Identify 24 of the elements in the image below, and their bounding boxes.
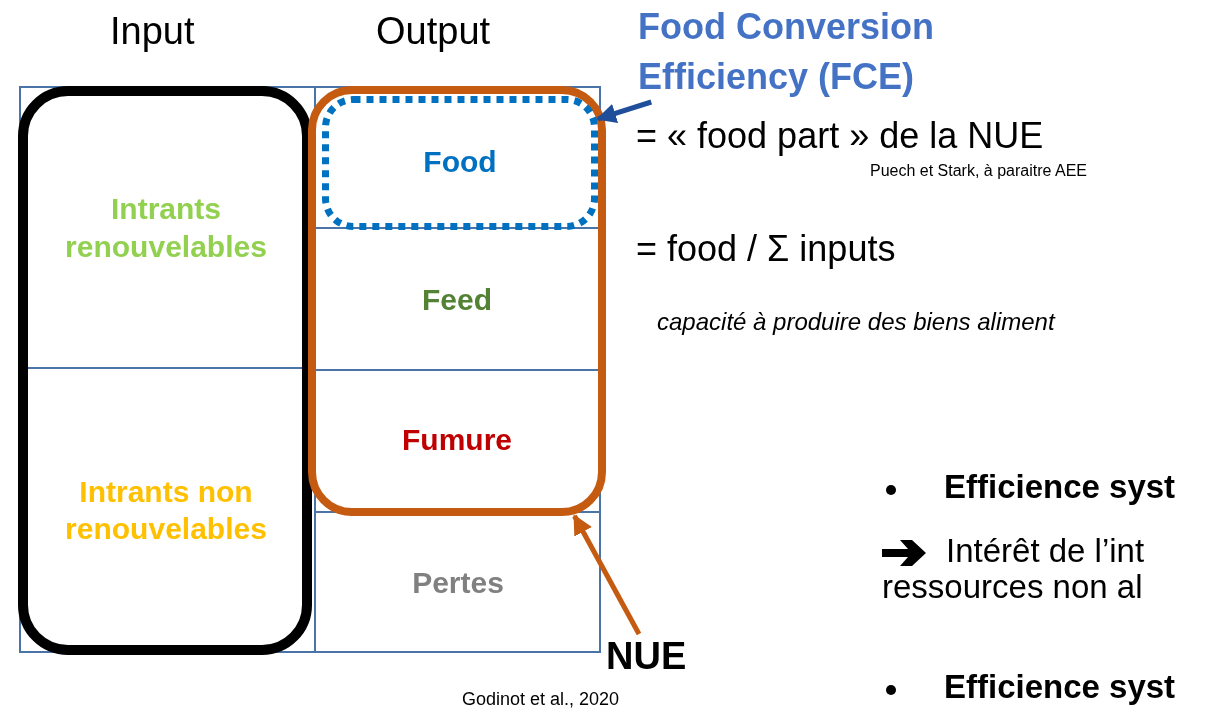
- cell-label: Pertes: [412, 565, 504, 602]
- rounded-frame: [322, 96, 598, 230]
- column-heading: Input: [110, 10, 195, 54]
- cell-label: Feed: [422, 282, 492, 319]
- note: Intérêt de l’int: [946, 532, 1145, 570]
- rounded-frame: [308, 86, 606, 516]
- note: ressources non al: [882, 568, 1143, 606]
- column-heading: Output: [376, 10, 491, 54]
- formula: = food / Σ inputs: [636, 228, 896, 270]
- cell-label: Fumure: [402, 422, 512, 459]
- note: capacité à produire des biens aliment: [657, 308, 1055, 336]
- arrow: [572, 514, 642, 636]
- arrow: [596, 99, 652, 124]
- formula: = « food part » de la NUE: [636, 115, 1044, 157]
- bullet-text: Efficience syst: [944, 468, 1176, 506]
- callout-label: NUE: [606, 634, 688, 678]
- cell-label: Intrants renouvelables: [64, 191, 268, 265]
- bullet-text: Efficience syst: [944, 668, 1176, 706]
- cell-label: Intrants non renouvelables: [64, 473, 268, 547]
- rounded-frame: [18, 86, 312, 655]
- callout-title: Food Conversion Efficiency (FCE): [638, 5, 935, 99]
- citation: Godinot et al., 2020: [462, 689, 620, 710]
- citation: Puech et Stark, à paraitre AEE: [870, 162, 1087, 181]
- cell-label: Food: [423, 144, 497, 181]
